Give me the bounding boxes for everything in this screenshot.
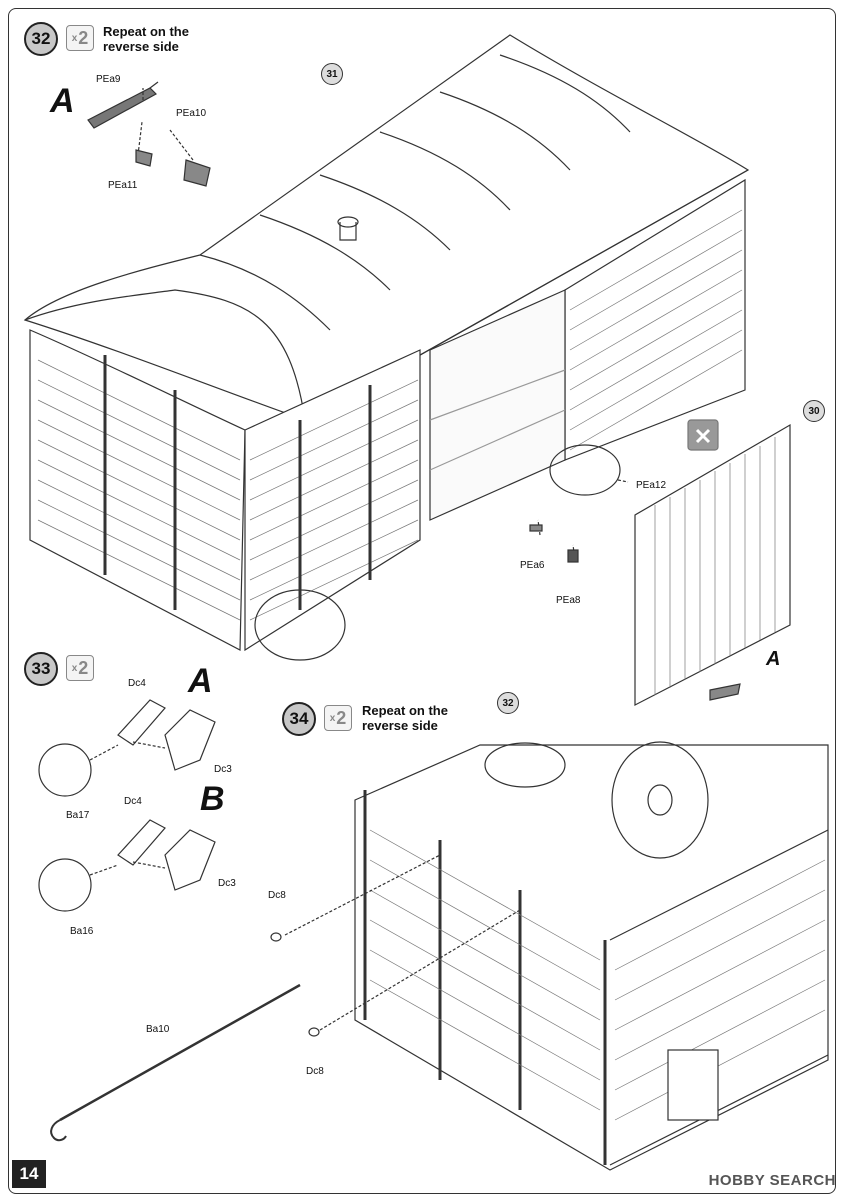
part-label: Dc3 <box>218 878 236 889</box>
view-label-a: A <box>188 662 213 700</box>
do-not-glue-icon <box>687 419 719 451</box>
part-label: Dc4 <box>128 678 146 689</box>
page-number: 14 <box>12 1160 46 1188</box>
part-pea11 <box>135 149 153 167</box>
part-hinge-a <box>709 683 741 701</box>
underframe-assembly <box>354 741 829 1171</box>
callout-step-30: 30 <box>803 400 825 422</box>
view-label-b: B <box>200 780 225 818</box>
part-label: Dc3 <box>214 764 232 775</box>
watermark: HOBBY SEARCH <box>708 1172 836 1189</box>
part-label: PEa11 <box>108 180 138 191</box>
part-ba10-rod <box>59 983 301 1122</box>
callout-step-32: 32 <box>497 692 519 714</box>
part-label: Dc8 <box>306 1066 324 1077</box>
view-label-a: A <box>50 82 75 120</box>
part-label: Dc8 <box>268 890 286 901</box>
view-label-a: A <box>766 648 781 670</box>
step-number: 33 <box>24 652 58 686</box>
part-label: Dc4 <box>124 796 142 807</box>
part-label: PEa8 <box>556 595 581 606</box>
part-label: PEa6 <box>520 560 545 571</box>
buffer-assembly-b <box>38 819 216 912</box>
part-label: Ba10 <box>146 1024 170 1035</box>
part-label: Ba16 <box>70 926 94 937</box>
part-label: Ba17 <box>66 810 90 821</box>
step-number: 34 <box>282 702 316 736</box>
callout-step-31: 31 <box>321 63 343 85</box>
part-pea9-bracket <box>87 81 159 129</box>
sliding-door <box>634 423 791 706</box>
page-border <box>8 8 836 1194</box>
wagon-body <box>23 34 750 661</box>
step-number: 32 <box>24 22 58 56</box>
part-label: PEa10 <box>176 108 207 119</box>
part-label: PEa12 <box>636 480 667 491</box>
part-label: PEa9 <box>96 74 121 85</box>
part-pea10 <box>183 159 211 187</box>
buffer-assembly-a <box>38 699 216 797</box>
